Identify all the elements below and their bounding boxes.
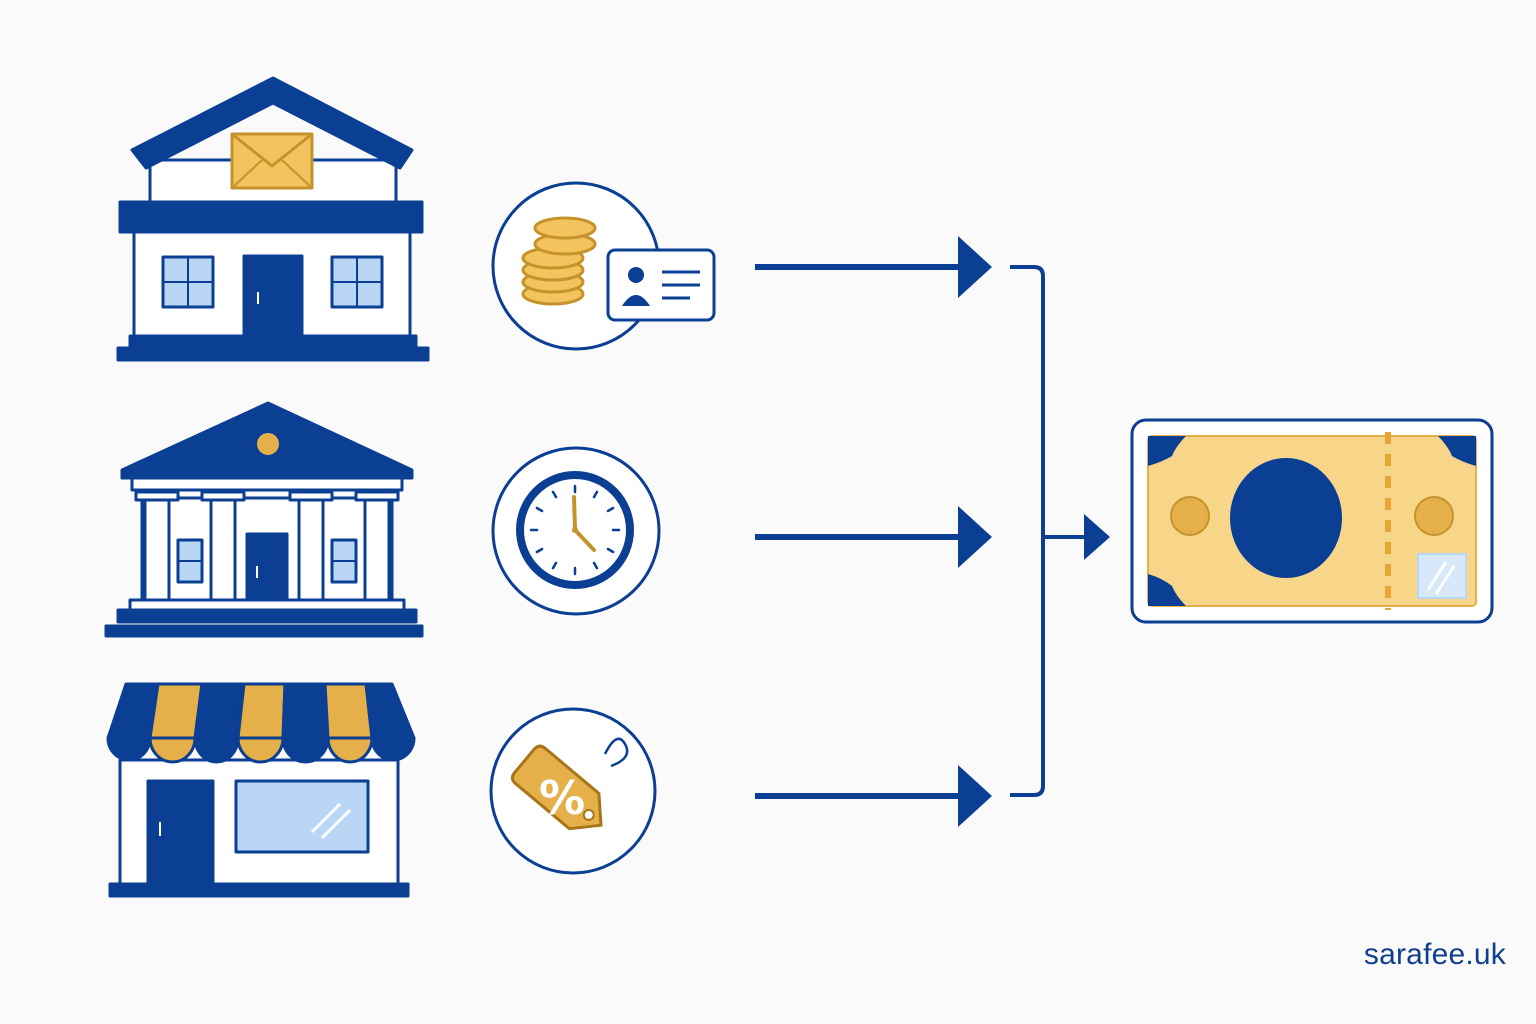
envelope-icon bbox=[230, 132, 314, 190]
post-office-icon bbox=[116, 76, 430, 362]
discount-percent-label: % bbox=[539, 771, 585, 825]
flow-arrows bbox=[755, 236, 1110, 827]
brand-watermark[interactable]: sarafee.uk bbox=[1363, 938, 1506, 971]
bank-icon bbox=[104, 401, 424, 638]
shop-icon bbox=[106, 682, 416, 898]
clock-tick bbox=[606, 506, 615, 513]
clock-tick bbox=[551, 561, 558, 570]
clock-tick bbox=[606, 547, 615, 554]
id-card-icon bbox=[606, 248, 716, 322]
clock-tick bbox=[551, 490, 558, 499]
clock-tick bbox=[535, 547, 544, 554]
clock-tick bbox=[592, 561, 599, 570]
coins-and-id-card-icon bbox=[491, 181, 716, 351]
merge-bracket bbox=[1010, 265, 1045, 797]
coins-stack-icon bbox=[521, 216, 597, 306]
clock-tick bbox=[535, 506, 544, 513]
clock-icon bbox=[491, 446, 661, 616]
clock-tick bbox=[592, 490, 599, 499]
banknote-icon bbox=[1130, 418, 1494, 624]
discount-tag-icon: % bbox=[489, 707, 657, 875]
